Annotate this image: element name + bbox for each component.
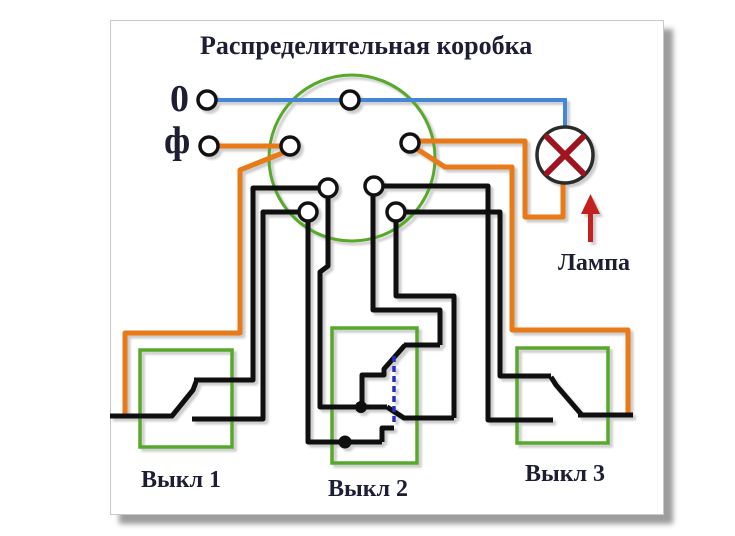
terminal-box-top — [339, 89, 361, 111]
lamp-arrow-icon — [581, 194, 600, 242]
junction-dot-lower — [338, 435, 352, 449]
terminal-neutral — [196, 89, 218, 111]
box-to-switch3-wire2 — [405, 209, 551, 379]
box-to-switch2-wire4 — [393, 222, 457, 418]
switch3-lever — [548, 375, 583, 416]
switch2-lower-feed — [379, 425, 394, 442]
switch3-label: Выкл 3 — [525, 461, 606, 487]
terminal-box-mid-left — [317, 177, 339, 199]
terminal-box-low-left — [297, 201, 319, 223]
terminal-phase — [198, 135, 220, 157]
junction-dots — [338, 401, 367, 449]
box-to-switch2-wire1 — [317, 198, 387, 410]
phase-wires — [122, 138, 631, 414]
traveler-wires — [110, 183, 633, 445]
terminal-box-left — [279, 135, 301, 157]
lamp-label: Лампа — [558, 250, 631, 276]
switch1-traveler1 — [194, 185, 318, 383]
box-to-switch2-wire3 — [370, 196, 443, 345]
switch-boxes — [138, 326, 610, 465]
box-to-switch3-wire1 — [383, 183, 553, 423]
phase-to-switch3-wire — [415, 146, 631, 413]
neutral-label: 0 — [170, 78, 189, 120]
terminal-box-low-right — [385, 201, 407, 223]
switch2-box — [330, 326, 419, 465]
switch1-label: Выкл 1 — [141, 467, 222, 493]
switch2-label: Выкл 2 — [328, 476, 409, 502]
phase-to-switch1-wire — [122, 149, 286, 414]
switch2-upper-lever — [359, 343, 407, 402]
diagram-title: Распределительная коробка — [200, 31, 533, 60]
phase-label: ф — [164, 120, 191, 162]
switch3-box — [515, 346, 610, 445]
neutral-wire — [207, 98, 567, 128]
terminal-box-mid-right — [363, 175, 385, 197]
switch1-box — [138, 348, 234, 449]
phase-to-lamp-wire — [419, 138, 566, 220]
lamp-icon — [535, 125, 595, 185]
switch1-lever — [110, 381, 199, 419]
junction-dot-upper — [355, 401, 367, 413]
switch1-traveler2 — [192, 209, 298, 422]
box-to-switch2-wire2 — [305, 222, 382, 445]
terminals — [196, 89, 421, 223]
switch2-lower-lever — [385, 404, 454, 421]
terminal-box-right — [399, 132, 421, 154]
